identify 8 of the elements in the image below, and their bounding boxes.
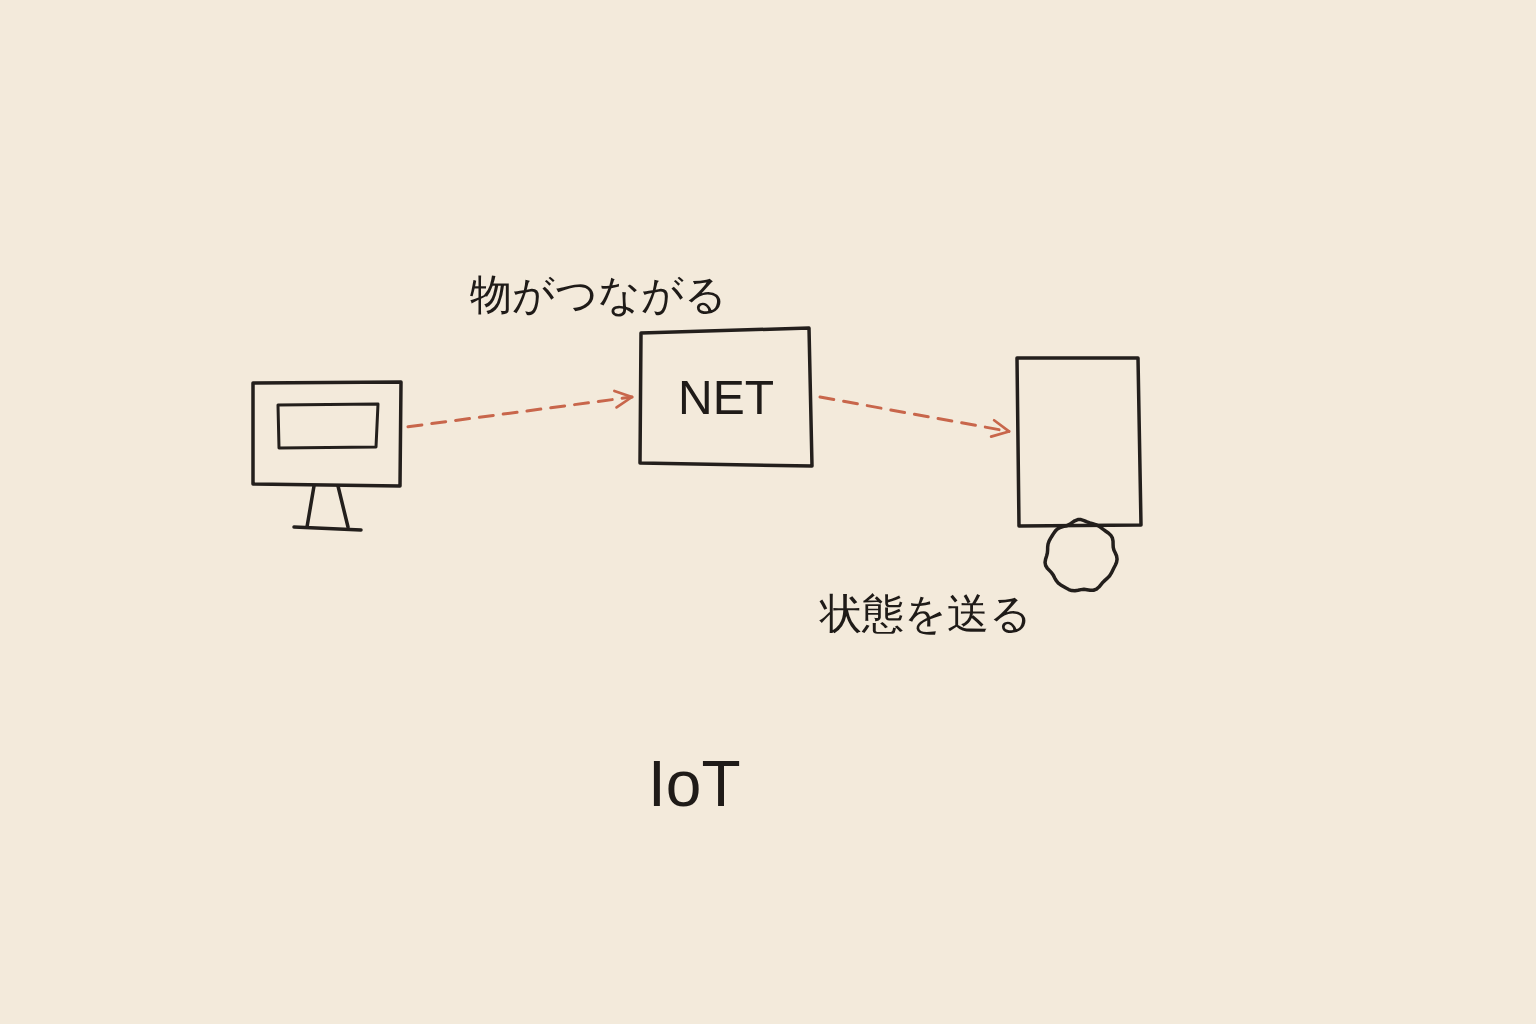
annotation-text: 状態を送る bbox=[820, 590, 1032, 639]
dashed-arrow bbox=[406, 389, 634, 429]
dashed-arrow bbox=[818, 395, 1011, 438]
labeled-box: NET bbox=[636, 324, 816, 470]
annotation-text: 物がつながる bbox=[470, 271, 727, 320]
title: IoT bbox=[648, 748, 741, 822]
monitor-drawing bbox=[250, 379, 404, 533]
empty-box bbox=[1013, 354, 1145, 530]
